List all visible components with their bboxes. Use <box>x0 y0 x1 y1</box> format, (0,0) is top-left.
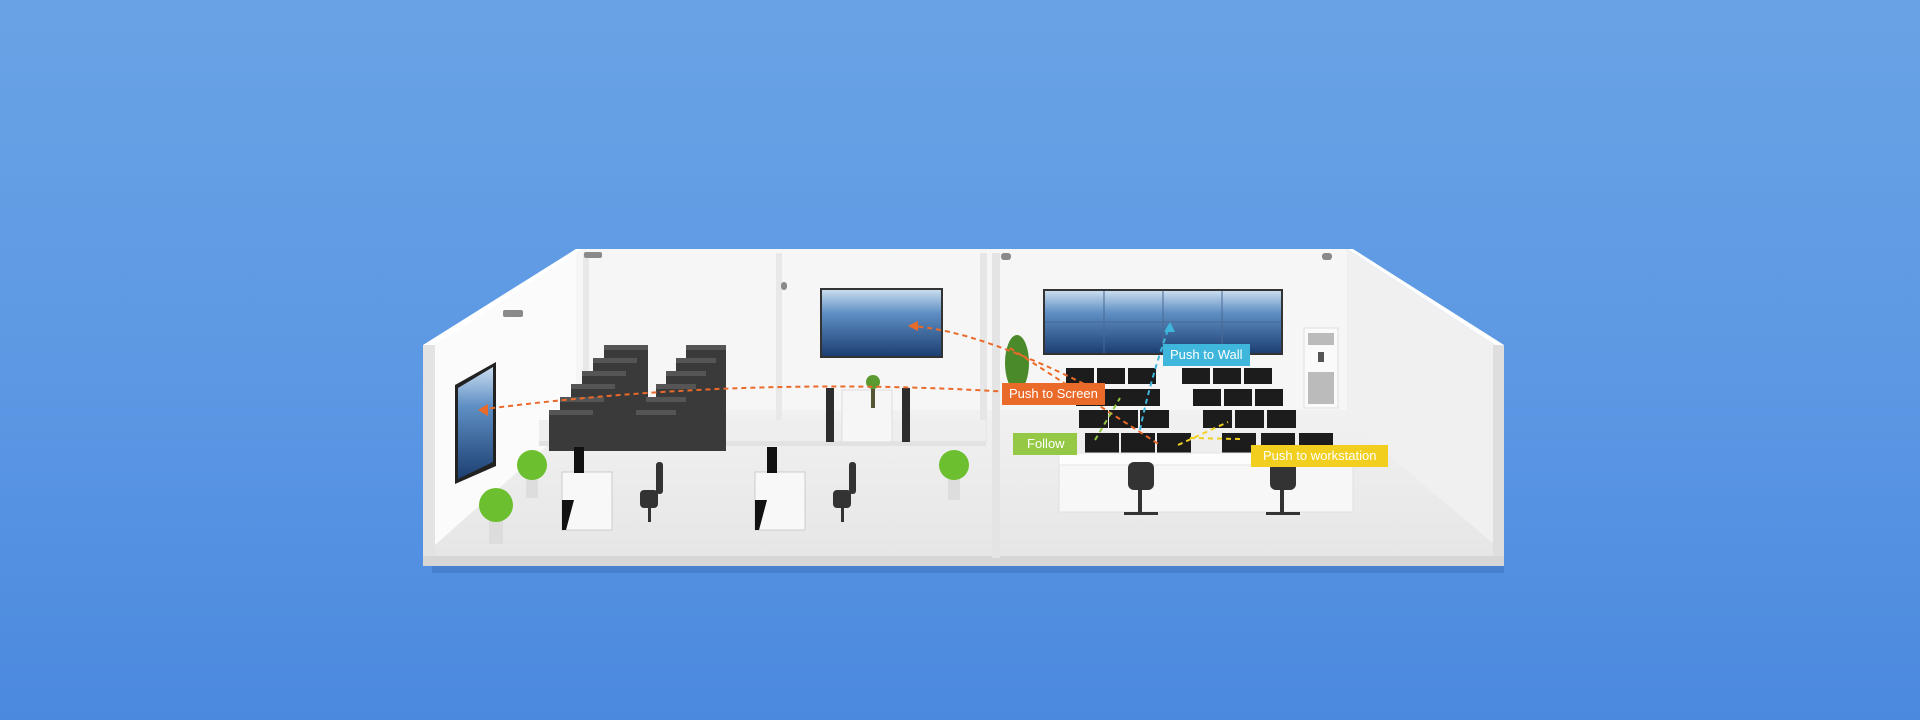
left-wall-front <box>423 345 435 560</box>
meeting-room-tv-screen <box>822 290 941 356</box>
monitor <box>1203 410 1232 428</box>
plants <box>479 335 1029 544</box>
monitor <box>1213 368 1241 384</box>
arrow-heads <box>478 321 1175 416</box>
server-racks <box>549 345 726 451</box>
monitor <box>1224 389 1252 406</box>
ac-vents <box>1308 333 1334 404</box>
wall-tv-left-screen <box>458 367 493 479</box>
push-to-workstation-label: Push to workstation <box>1251 445 1389 467</box>
flow-lines <box>477 323 1241 446</box>
push-to-wall-label: Push to Wall <box>1163 344 1250 366</box>
follow-label: Follow <box>1013 433 1077 455</box>
monitor <box>1128 368 1156 384</box>
monitor <box>1097 368 1125 384</box>
monitor <box>1193 389 1221 406</box>
low-wall <box>539 441 986 446</box>
security-cameras <box>503 252 1332 317</box>
server-rack <box>636 410 676 451</box>
workstation-2 <box>754 447 856 531</box>
server-rack-top <box>571 384 615 389</box>
server-rack-top <box>646 397 686 402</box>
monitor <box>1182 368 1210 384</box>
monitor <box>1085 433 1119 454</box>
server-rack-top <box>636 410 676 415</box>
control-chairs <box>1124 462 1300 515</box>
server-rack-top <box>676 358 716 363</box>
monitor <box>1121 433 1155 454</box>
monitor <box>1157 433 1191 454</box>
monitor <box>1235 410 1264 428</box>
partition-main <box>992 253 1000 558</box>
monitor <box>1104 389 1132 406</box>
server-rack-top <box>656 384 696 389</box>
left-wall-top <box>423 249 582 345</box>
partition <box>776 253 782 443</box>
server-rack-top <box>582 371 626 376</box>
meeting-table <box>841 389 893 443</box>
partition <box>980 253 987 443</box>
right-wall-front <box>1493 345 1504 560</box>
control-desk <box>1058 464 1354 513</box>
server-rack-top <box>549 410 593 415</box>
monitor <box>1140 410 1169 428</box>
server-rack-top <box>686 345 726 350</box>
monitor <box>1244 368 1272 384</box>
push-to-screen-label: Push to Screen <box>1002 383 1105 405</box>
room-shadow <box>432 565 1504 573</box>
server-rack-top <box>560 397 604 402</box>
server-rack-top <box>666 371 706 376</box>
monitor <box>1267 410 1296 428</box>
server-rack <box>549 410 593 451</box>
meeting-chairs <box>826 388 910 442</box>
monitor <box>1066 368 1094 384</box>
monitor <box>1255 389 1283 406</box>
floor-edge <box>423 556 1504 566</box>
right-wall-top <box>1347 249 1504 345</box>
server-rack-top <box>604 345 648 350</box>
monitor <box>1109 410 1138 428</box>
server-rack-top <box>593 358 637 363</box>
workstation-1 <box>561 447 663 531</box>
partition <box>583 253 589 443</box>
monitor <box>1079 410 1108 428</box>
right-wall <box>1347 249 1495 545</box>
monitor <box>1132 389 1160 406</box>
